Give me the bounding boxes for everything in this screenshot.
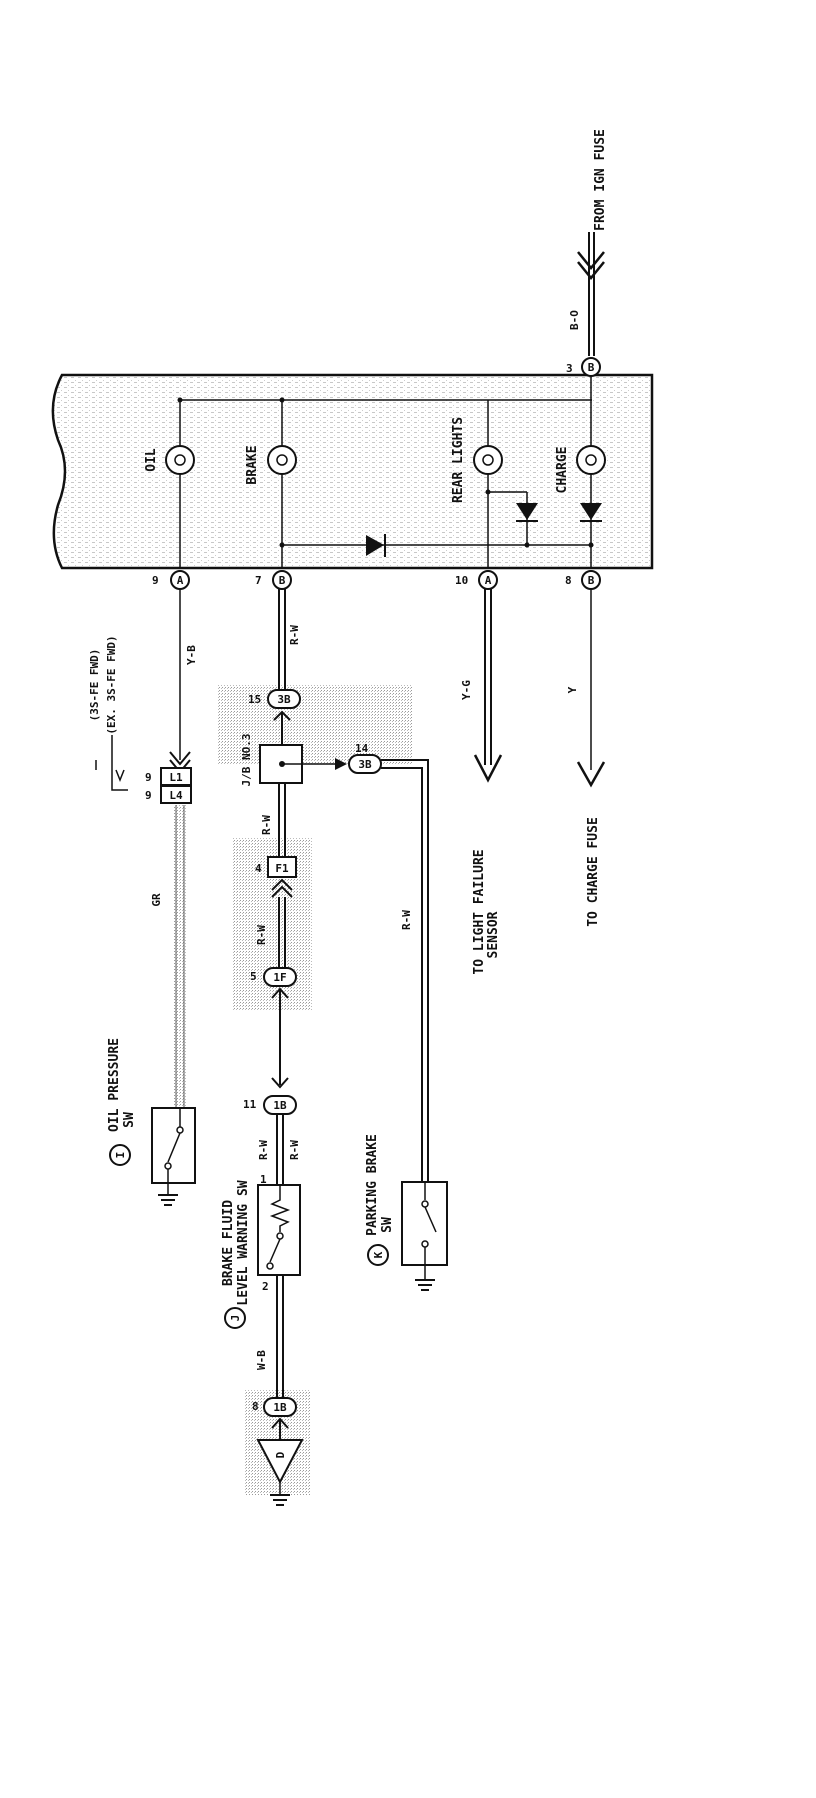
ground-icon-brake — [270, 1494, 290, 1506]
pin-8: 8 — [565, 574, 572, 587]
oil-lamp-icon — [165, 445, 195, 475]
connector-1b-top — [263, 1095, 297, 1115]
pin-f1: 4 — [255, 862, 262, 875]
connector-3b-top — [267, 689, 301, 709]
pin-l1: 9 — [145, 771, 152, 784]
parking-sw-circle-icon — [367, 1244, 389, 1266]
connector-b-brake — [272, 570, 292, 590]
parking-sw-label-line2: SW — [380, 1217, 395, 1233]
connector-l4-label: L4 — [169, 789, 183, 802]
brake-sw-pin-bottom: 2 — [262, 1280, 269, 1293]
pin-7: 7 — [255, 574, 262, 587]
charge-lamp-icon — [576, 445, 606, 475]
dest-light-failure-line1: TO LIGHT FAILURE — [472, 849, 487, 974]
wire-color-parking: R-W — [400, 910, 413, 930]
wire-color-brake-sw: R-W — [288, 1140, 301, 1160]
pin-1b-top: 11 — [243, 1098, 257, 1111]
connector-1b-top-label: 1B — [273, 1099, 287, 1112]
connector-3b-right — [348, 754, 382, 774]
variant-line2: (EX. 3S-FE FWD) — [105, 635, 118, 734]
connector-a-rear — [478, 570, 498, 590]
charge-output-arrow — [576, 761, 606, 788]
wire-color-charge: Y — [566, 686, 579, 693]
ign-feed-arrow — [577, 251, 605, 270]
wire-color-ign: B-O — [568, 310, 581, 330]
lamp-label-oil: OIL — [144, 448, 159, 472]
shade-jb-region — [218, 685, 413, 765]
connector-a-rear-label: A — [485, 574, 492, 587]
wire-color-rear: Y-G — [460, 680, 473, 700]
oil-sw-letter: I — [114, 1152, 127, 1159]
oil-shielded-wire — [174, 805, 186, 1110]
pin-l4: 9 — [145, 789, 152, 802]
lamp-label-rear-lights: REAR LIGHTS — [451, 417, 466, 503]
connector-a-oil-label: A — [177, 574, 184, 587]
source-label: FROM IGN FUSE — [593, 129, 608, 231]
rear-output-arrow — [473, 754, 503, 783]
brake-sw-label-line2: LEVEL WARNING SW — [236, 1180, 251, 1305]
diode-icon-brake — [366, 534, 386, 557]
connector-b-charge-label: B — [588, 574, 595, 587]
connector-f1-label: F1 — [275, 862, 289, 875]
connector-1b-bot — [263, 1397, 297, 1417]
connector-3b-top-label: 3B — [277, 693, 291, 706]
brake-fluid-switch — [257, 1184, 301, 1276]
pin-9: 9 — [152, 574, 159, 587]
wire-color-brake-top: R-W — [288, 625, 301, 645]
lamp-label-charge: CHARGE — [555, 447, 570, 494]
connector-1b-bot-label: 1B — [273, 1401, 287, 1414]
connector-1f — [263, 967, 297, 987]
dest-light-failure-line2: SENSOR — [486, 911, 501, 958]
oil-sw-label-line2: SW — [122, 1112, 137, 1128]
pin-1f: 5 — [250, 970, 257, 983]
dest-charge-fuse: TO CHARGE FUSE — [586, 817, 601, 927]
wire-color-oil: Y-B — [185, 645, 198, 665]
rear-lights-lamp-icon — [473, 445, 503, 475]
ground-point-label: D — [274, 1451, 287, 1458]
brake-lamp-icon — [267, 445, 297, 475]
connector-b-top-label: B — [588, 361, 595, 374]
parking-sw-label-line1: PARKING BRAKE — [365, 1134, 380, 1236]
oil-sw-circle-icon — [109, 1144, 131, 1166]
connector-l4 — [160, 785, 192, 804]
oil-connector-arrow — [169, 751, 191, 766]
combination-meter-box — [51, 373, 654, 570]
pin-10: 10 — [455, 574, 468, 587]
brake-sw-pin-top: 1 — [260, 1173, 267, 1186]
pin-jb-right: 14 — [355, 742, 369, 755]
wire-color-brake-mid: R-W — [255, 925, 268, 945]
brake-sw-letter: J — [229, 1315, 242, 1322]
connector-f1 — [267, 856, 297, 878]
ground-point-triangle — [256, 1439, 304, 1485]
wire-color-brake-low: R-W — [257, 1140, 270, 1160]
oil-sw-label-line1: OIL PRESSURE — [107, 1038, 122, 1132]
diode-icon-rear — [516, 503, 538, 522]
pin-1b-bot: 8 — [252, 1400, 259, 1413]
brake-sw-circle-icon — [224, 1307, 246, 1329]
ground-icon-oil — [158, 1194, 178, 1206]
junction-block-label: J/B NO.3 — [240, 734, 253, 787]
diode-icon-charge — [580, 503, 602, 522]
connector-3b-right-label: 3B — [358, 758, 372, 771]
lamp-label-brake: BRAKE — [245, 445, 260, 484]
ground-icon-parking — [415, 1279, 435, 1291]
brake-sw-label-line1: BRAKE FLUID — [221, 1200, 236, 1286]
pin-3: 3 — [566, 362, 573, 375]
connector-1f-label: 1F — [273, 971, 286, 984]
parking-sw-letter: K — [372, 1251, 385, 1258]
pin-jb-top: 15 — [248, 693, 261, 706]
connector-l1-label: L1 — [169, 771, 183, 784]
variant-line1: (3S-FE FWD) — [88, 649, 101, 722]
wire-color-brake-jb: R-W — [260, 815, 273, 835]
connector-b-brake-label: B — [279, 574, 286, 587]
wire-color-ground: W-B — [255, 1350, 268, 1370]
wire-color-oil-sw: GR — [150, 893, 163, 907]
oil-pressure-switch — [151, 1107, 196, 1184]
